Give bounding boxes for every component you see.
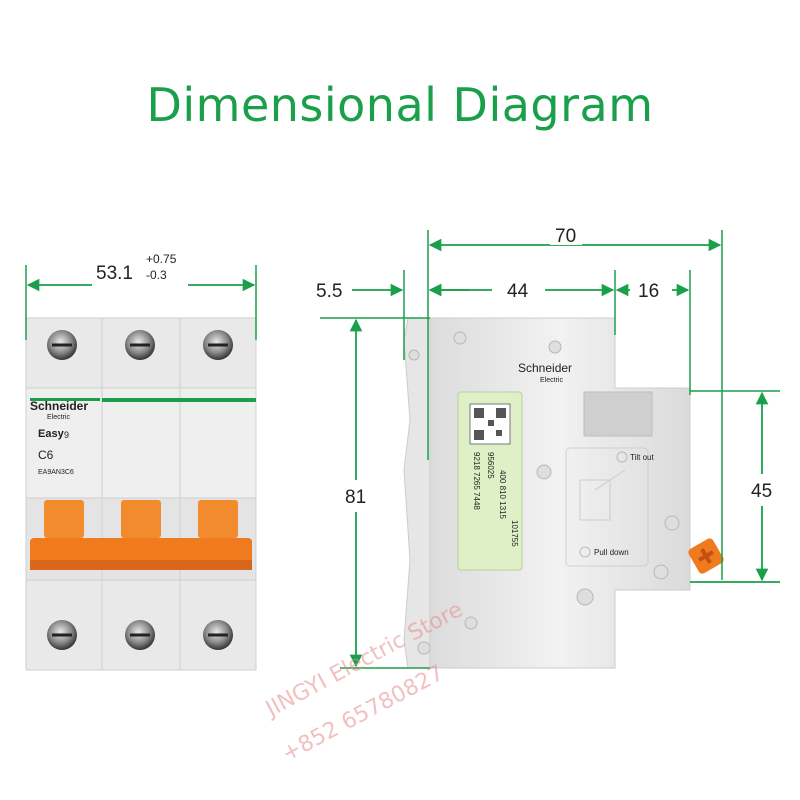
label-line-2: 956025 bbox=[486, 452, 495, 479]
front-body bbox=[25, 387, 257, 499]
rivet-icon bbox=[576, 588, 594, 606]
screw-icon bbox=[47, 620, 77, 650]
rivet-icon bbox=[548, 340, 562, 354]
side-dimensions: 70 5.5 44 16 81 45 bbox=[316, 223, 780, 669]
step-1-icon bbox=[616, 451, 628, 463]
front-width-dimension: 53.1 +0.75 -0.3 bbox=[25, 252, 257, 340]
screw-icon bbox=[125, 620, 155, 650]
label-line-3: 400 810 1315 bbox=[498, 470, 507, 519]
green-stripe bbox=[102, 398, 256, 402]
front-height-label: 45 bbox=[751, 481, 772, 502]
rivet-icon bbox=[664, 515, 680, 531]
side-view-breaker: 9218 7265 7448 956025 400 810 1315 10175… bbox=[403, 317, 724, 669]
pull-down-text: Pull down bbox=[594, 548, 629, 557]
side-brand-sub: Electric bbox=[540, 377, 563, 384]
mounting-instructions bbox=[565, 447, 649, 567]
step-2-icon bbox=[579, 546, 591, 558]
handle-bar-shade bbox=[30, 560, 252, 570]
green-stripe bbox=[30, 398, 100, 401]
body-depth-label: 44 bbox=[507, 281, 529, 302]
tilt-out-text: Tilt out bbox=[630, 453, 654, 462]
rivet-icon bbox=[417, 641, 431, 655]
series-sup: 9 bbox=[64, 430, 69, 440]
rating-label: C6 bbox=[38, 448, 54, 462]
overall-width-label: 70 bbox=[555, 226, 576, 247]
rivet-icon bbox=[464, 616, 478, 630]
label-line-1: 9218 7265 7448 bbox=[472, 452, 481, 510]
side-handle-toggle bbox=[688, 538, 724, 574]
front-tol-minus: -0.3 bbox=[146, 268, 167, 282]
front-brand-sub: Electric bbox=[47, 414, 70, 421]
front-width-label: 53.1 bbox=[96, 263, 133, 284]
tool-sketch-icon bbox=[579, 469, 626, 521]
page-title: Dimensional Diagram bbox=[146, 78, 654, 132]
rivet-icon bbox=[653, 564, 669, 580]
offset-label: 5.5 bbox=[316, 281, 342, 302]
handle-pole-2 bbox=[121, 500, 161, 538]
screw-icon bbox=[125, 330, 155, 360]
side-brand: Schneider bbox=[518, 361, 572, 375]
handle-pole-3 bbox=[198, 500, 238, 538]
front-view-breaker: Schneider Electric Easy 9 C6 EA9AN3C6 bbox=[25, 317, 257, 671]
front-tol-plus: +0.75 bbox=[146, 252, 177, 266]
label-line-4: 101755 bbox=[510, 520, 519, 547]
series-label: Easy bbox=[38, 428, 65, 440]
screw-icon bbox=[203, 620, 233, 650]
front-brand: Schneider bbox=[30, 399, 88, 413]
rivet-icon bbox=[536, 464, 552, 480]
screw-icon bbox=[203, 330, 233, 360]
rivet-icon bbox=[408, 349, 420, 361]
front-depth-label: 16 bbox=[638, 281, 659, 302]
rivet-icon bbox=[453, 331, 467, 345]
height-label: 81 bbox=[345, 487, 366, 508]
handle-pole-1 bbox=[44, 500, 84, 538]
model-label: EA9AN3C6 bbox=[38, 469, 74, 476]
front-window bbox=[583, 391, 653, 437]
screw-icon bbox=[47, 330, 77, 360]
